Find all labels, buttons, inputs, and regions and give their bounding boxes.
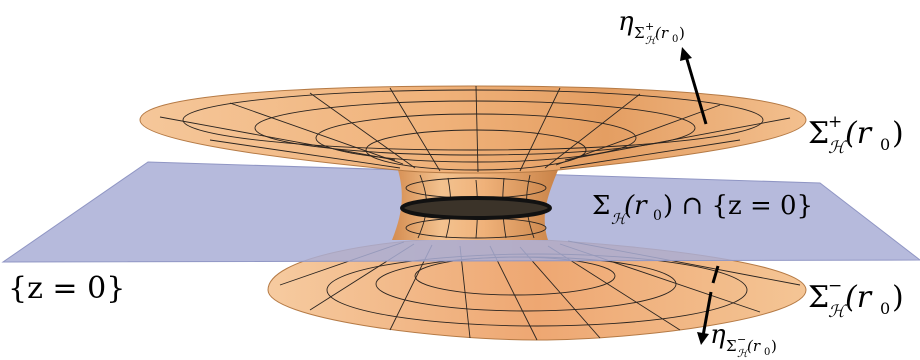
eta-plus-label: η Σ + ℋ (r 0 ) [618, 7, 685, 47]
svg-text:η: η [618, 7, 634, 37]
svg-text:+: + [828, 112, 842, 132]
svg-text:ℋ: ℋ [645, 34, 658, 47]
sigma-plus-label: Σ + ℋ (r 0 ) [808, 112, 904, 158]
svg-text:(r: (r [845, 280, 873, 315]
svg-text:0: 0 [653, 208, 662, 224]
svg-text:) ∩ {z = 0}: ) ∩ {z = 0} [663, 191, 813, 221]
svg-text:ℋ: ℋ [611, 210, 628, 228]
svg-text:Σ: Σ [808, 280, 829, 315]
svg-text:0: 0 [880, 135, 890, 154]
svg-text:−: − [737, 333, 746, 346]
svg-text:Σ: Σ [726, 337, 737, 355]
svg-text:): ) [892, 116, 904, 151]
svg-text:): ) [771, 337, 777, 355]
svg-text:Σ: Σ [592, 191, 610, 221]
eta-minus-arrow [697, 265, 720, 345]
intersection-label: Σ ℋ (r 0 ) ∩ {z = 0} [592, 191, 813, 228]
svg-text:−: − [828, 276, 842, 296]
svg-text:ℋ: ℋ [828, 138, 848, 158]
svg-text:): ) [679, 24, 685, 42]
svg-text:(r: (r [624, 191, 648, 221]
svg-text:): ) [892, 280, 904, 315]
svg-text:(r: (r [655, 24, 669, 42]
sigma-minus-label: Σ − ℋ (r 0 ) [808, 276, 904, 322]
svg-text:Σ: Σ [808, 116, 829, 151]
svg-text:(r: (r [747, 337, 761, 355]
neck-intersection-ring [400, 196, 552, 220]
eta-minus-label: η Σ − ℋ (r 0 ) [710, 320, 777, 360]
sigma-plus-surface [139, 85, 807, 174]
catenoid-neck [392, 170, 558, 240]
eta-plus-arrow [680, 47, 708, 125]
svg-text:0: 0 [672, 34, 678, 45]
svg-text:Σ: Σ [634, 24, 645, 42]
svg-text:0: 0 [764, 347, 770, 358]
svg-text:η: η [710, 320, 726, 350]
plane-label: {z = 0} [8, 271, 125, 306]
svg-text:+: + [645, 20, 654, 33]
svg-text:ℋ: ℋ [737, 347, 750, 360]
svg-text:0: 0 [880, 299, 890, 318]
svg-text:(r: (r [845, 116, 873, 151]
svg-text:ℋ: ℋ [828, 302, 848, 322]
